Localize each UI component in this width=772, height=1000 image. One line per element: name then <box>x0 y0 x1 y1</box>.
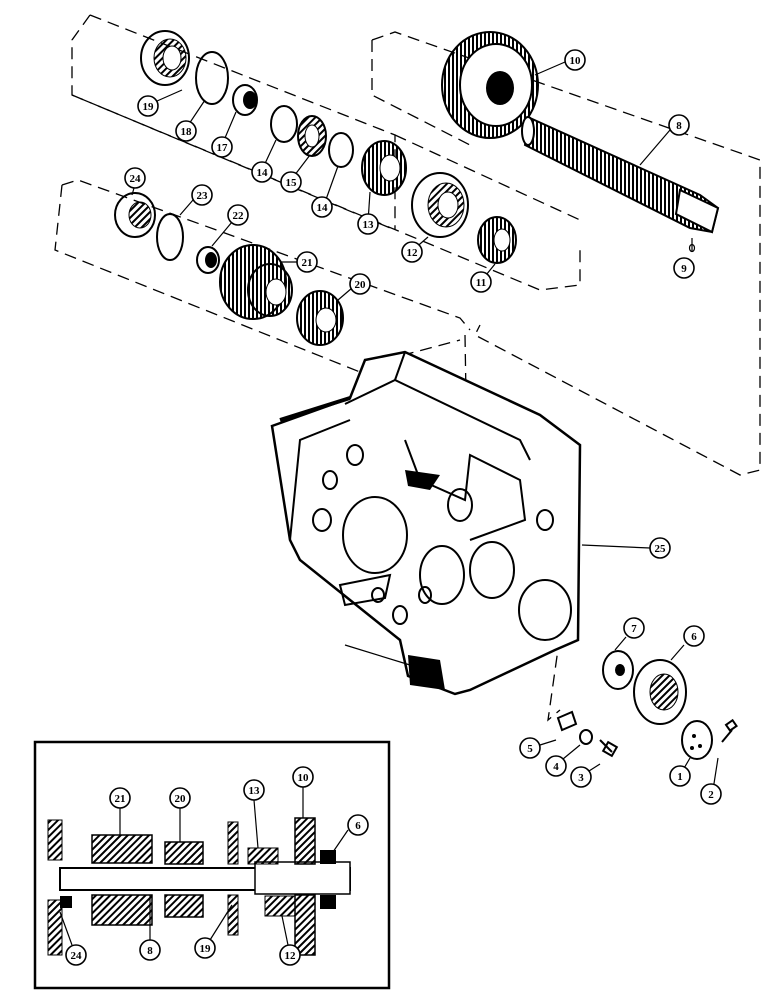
callout-7: 7 <box>623 617 645 639</box>
capscrew-2 <box>721 718 738 743</box>
callout-15: 15 <box>280 171 302 193</box>
svg-text:1: 1 <box>677 771 683 783</box>
svg-text:6: 6 <box>355 820 361 832</box>
gear-20 <box>296 290 344 346</box>
inset-callout-20: 20 <box>169 787 191 809</box>
callout-10: 10 <box>564 49 586 71</box>
svg-text:10: 10 <box>298 772 310 784</box>
callout-23: 23 <box>191 184 213 206</box>
gear-11 <box>477 216 517 264</box>
svg-text:19: 19 <box>143 101 155 113</box>
bushing-22 <box>196 246 220 274</box>
callout-22: 22 <box>227 204 249 226</box>
svg-text:13: 13 <box>363 219 375 231</box>
svg-text:9: 9 <box>681 263 687 275</box>
svg-text:14: 14 <box>317 202 329 214</box>
callout-17: 17 <box>211 136 233 158</box>
svg-text:8: 8 <box>676 120 682 132</box>
svg-text:24: 24 <box>71 950 83 962</box>
inset-callout-6: 6 <box>347 814 369 836</box>
svg-text:13: 13 <box>249 785 261 797</box>
svg-text:12: 12 <box>407 247 419 259</box>
callout-1: 1 <box>669 765 691 787</box>
inset-callout-13: 13 <box>243 779 265 801</box>
inset-callout-10: 10 <box>292 766 314 788</box>
snap-ring-23 <box>156 213 184 261</box>
callout-13: 13 <box>357 213 379 235</box>
nut-5 <box>556 710 578 732</box>
callout-20: 20 <box>349 273 371 295</box>
callout-14-upper: 14 <box>251 161 273 183</box>
svg-text:5: 5 <box>527 743 533 755</box>
svg-text:15: 15 <box>286 177 298 189</box>
svg-text:21: 21 <box>302 257 313 269</box>
callout-12: 12 <box>401 241 423 263</box>
inset-cross-section: 21 20 13 10 6 24 8 19 12 <box>33 740 391 990</box>
svg-text:12: 12 <box>285 950 297 962</box>
callouts: 19 18 17 14 15 14 13 12 11 10 8 9 24 23 … <box>124 49 722 805</box>
svg-text:7: 7 <box>631 623 637 635</box>
svg-text:3: 3 <box>578 772 584 784</box>
gear-10 <box>441 31 539 139</box>
callout-25: 25 <box>649 537 671 559</box>
callout-6: 6 <box>683 625 705 647</box>
callout-19: 19 <box>137 95 159 117</box>
svg-text:20: 20 <box>355 279 367 291</box>
svg-text:2: 2 <box>708 789 714 801</box>
svg-text:17: 17 <box>217 142 229 154</box>
svg-text:4: 4 <box>553 761 559 773</box>
bearing-19 <box>140 30 190 86</box>
thrust-washer-14-upper <box>270 105 298 143</box>
callout-11: 11 <box>470 271 492 293</box>
callout-3: 3 <box>570 766 592 788</box>
transmission-case-25 <box>270 350 582 696</box>
upper-group-outline <box>71 14 581 291</box>
bearing-12 <box>411 172 469 238</box>
callout-4: 4 <box>545 755 567 777</box>
lockwasher-4 <box>579 729 593 745</box>
svg-text:24: 24 <box>130 173 142 185</box>
svg-text:11: 11 <box>476 277 486 289</box>
svg-text:6: 6 <box>691 631 697 643</box>
callout-2: 2 <box>700 783 722 805</box>
inset-callout-24: 24 <box>65 944 87 966</box>
callout-8: 8 <box>668 114 690 136</box>
snap-ring-18 <box>195 51 229 105</box>
shaft-group-outline <box>371 31 761 476</box>
thrust-washer-14-lower <box>328 132 354 168</box>
svg-text:21: 21 <box>115 793 126 805</box>
gear-21 <box>219 244 293 320</box>
mainshaft-8 <box>521 116 720 234</box>
svg-text:20: 20 <box>175 793 187 805</box>
callout-24: 24 <box>124 167 146 189</box>
callout-14-lower: 14 <box>311 196 333 218</box>
svg-text:18: 18 <box>181 126 193 138</box>
bolt-3 <box>599 739 619 758</box>
svg-text:14: 14 <box>257 167 269 179</box>
callout-5: 5 <box>519 737 541 759</box>
inset-callout-8: 8 <box>139 939 161 961</box>
inset-callout-21: 21 <box>109 787 131 809</box>
svg-text:19: 19 <box>200 943 212 955</box>
inset-callout-12: 12 <box>279 944 301 966</box>
callout-9: 9 <box>673 257 695 279</box>
washer-7 <box>602 650 634 690</box>
callout-18: 18 <box>175 120 197 142</box>
callout-21: 21 <box>296 251 318 273</box>
inset-callout-19: 19 <box>194 937 216 959</box>
seal-6 <box>633 659 687 725</box>
needle-thrust-bearing-15 <box>297 115 327 157</box>
cover-plate-1 <box>681 720 713 760</box>
svg-text:23: 23 <box>197 190 209 202</box>
bearing-24 <box>114 192 156 238</box>
svg-text:10: 10 <box>570 55 582 67</box>
svg-text:8: 8 <box>147 945 153 957</box>
gear-13 <box>361 140 407 196</box>
bushing-17 <box>232 84 258 116</box>
svg-text:22: 22 <box>233 210 245 222</box>
svg-text:25: 25 <box>655 543 667 555</box>
